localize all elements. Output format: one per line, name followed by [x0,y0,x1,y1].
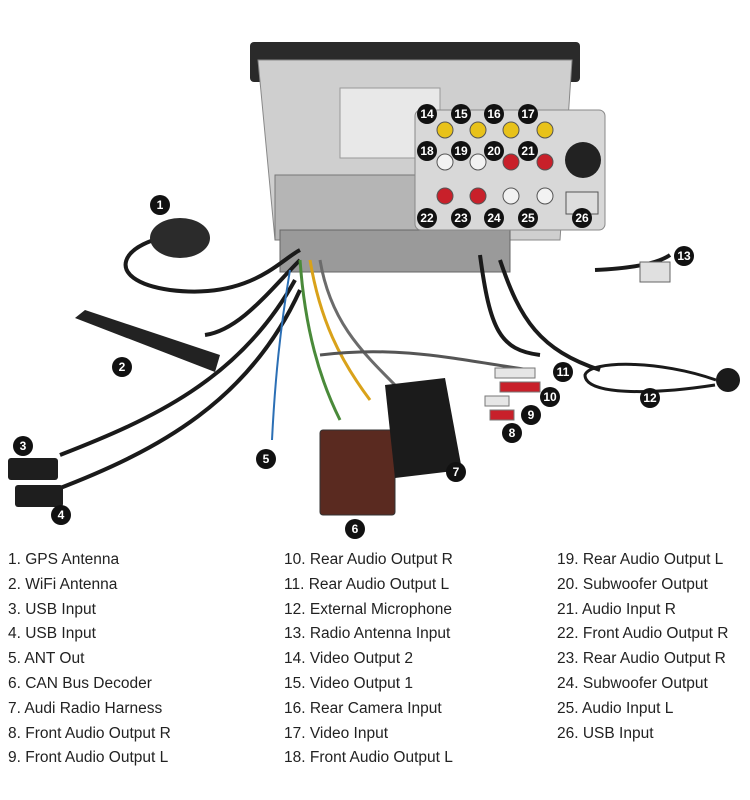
legend-item-11: 11. Rear Audio Output L [284,575,450,593]
legend-item-18: 18. Front Audio Output L [284,749,453,767]
callout-14: 14 [417,104,437,124]
callout-19: 19 [451,141,471,161]
callout-2: 2 [112,357,132,377]
callout-22: 22 [417,208,437,228]
callout-18: 18 [417,141,437,161]
svg-text:9: 9 [528,408,535,422]
svg-text:21: 21 [521,144,535,158]
legend-item-12: 12. External Microphone [284,600,453,618]
legend-item-7: 7. Audi Radio Harness [8,699,163,717]
callout-20: 20 [484,141,504,161]
svg-text:7: 7 [453,465,460,479]
legend-item-5: 5. ANT Out [8,650,85,668]
callout-16: 16 [484,104,504,124]
svg-text:1: 1 [157,198,164,212]
wiring-diagram: 1 2 3 4 5 6 7 8 9 10 11 12 13 14 15 16 1… [8,42,740,539]
svg-text:5: 5 [263,452,270,466]
svg-text:16: 16 [487,107,501,121]
svg-text:24: 24 [487,211,501,225]
callout-13: 13 [674,246,694,266]
legend-item-6: 6. CAN Bus Decoder [8,674,152,692]
svg-text:18: 18 [420,144,434,158]
svg-text:11: 11 [557,365,570,379]
svg-text:13: 13 [677,249,691,263]
callout-21: 21 [518,141,538,161]
legend-item-9: 9. Front Audio Output L [8,749,169,767]
legend-column-1: 1. GPS Antenna 2. WiFi Antenna 3. USB In… [8,548,171,771]
callout-23: 23 [451,208,471,228]
legend-column-3: 19. Rear Audio Output L 20. Subwoofer Ou… [557,548,728,746]
connector-panel [414,109,606,231]
legend-item-13: 13. Radio Antenna Input [284,625,451,643]
callout-15: 15 [451,104,471,124]
svg-text:6: 6 [352,522,359,536]
legend-item-14: 14. Video Output 2 [284,650,413,668]
callout-26: 26 [572,208,592,228]
usb-plug-3 [8,458,58,480]
legend-item-17: 17. Video Input [284,724,388,742]
callout-1: 1 [150,195,170,215]
svg-text:4: 4 [58,508,65,522]
svg-text:10: 10 [543,390,557,404]
callout-3: 3 [13,436,33,456]
callout-7: 7 [446,462,466,482]
svg-text:17: 17 [521,107,535,121]
legend-item-16: 16. Rear Camera Input [284,699,442,717]
svg-text:23: 23 [454,211,468,225]
svg-text:22: 22 [420,211,434,225]
svg-text:12: 12 [643,391,657,405]
callout-6: 6 [345,519,365,539]
legend-item-26: 26. USB Input [557,724,654,742]
legend-item-3: 3. USB Input [8,600,96,618]
wifi-antenna [75,310,220,372]
legend: 1. GPS Antenna 2. WiFi Antenna 3. USB In… [0,548,750,798]
rca-plugs [484,367,541,421]
svg-text:2: 2 [119,360,126,374]
svg-text:14: 14 [420,107,434,121]
legend-item-1: 1. GPS Antenna [8,551,120,568]
legend-item-23: 23. Rear Audio Output R [557,650,726,668]
callout-24: 24 [484,208,504,228]
svg-text:20: 20 [487,144,501,158]
callout-5: 5 [256,449,276,469]
legend-item-19: 19. Rear Audio Output L [557,551,724,568]
legend-item-25: 25. Audio Input L [557,699,674,717]
svg-text:19: 19 [454,144,468,158]
usb-plug-4 [15,485,63,507]
svg-text:25: 25 [521,211,535,225]
svg-text:3: 3 [20,439,27,453]
svg-text:26: 26 [575,211,589,225]
callout-25: 25 [518,208,538,228]
legend-item-22: 22. Front Audio Output R [557,625,729,643]
legend-item-8: 8. Front Audio Output R [8,724,171,742]
svg-text:15: 15 [454,107,468,121]
callout-10: 10 [540,387,560,407]
legend-item-20: 20. Subwoofer Output [557,575,708,593]
can-bus-decoder [319,429,396,516]
legend-item-2: 2. WiFi Antenna [8,575,118,593]
gps-antenna [150,218,210,258]
svg-text:8: 8 [509,426,516,440]
callout-17: 17 [518,104,538,124]
callout-4: 4 [51,505,71,525]
legend-item-4: 4. USB Input [8,625,96,643]
cables [54,233,672,492]
audi-harness-connector [385,378,462,478]
callout-8: 8 [502,423,522,443]
rca-jacks [436,121,554,205]
callout-11: 11 [553,362,573,382]
callout-9: 9 [521,405,541,425]
radio-antenna-adapter [639,261,671,283]
legend-item-21: 21. Audio Input R [557,600,676,618]
legend-item-15: 15. Video Output 1 [284,674,413,692]
callout-12: 12 [640,388,660,408]
legend-column-2: 10. Rear Audio Output R 11. Rear Audio O… [284,548,453,771]
legend-item-24: 24. Subwoofer Output [557,674,708,692]
legend-item-10: 10. Rear Audio Output R [284,551,453,568]
external-microphone [716,368,740,392]
